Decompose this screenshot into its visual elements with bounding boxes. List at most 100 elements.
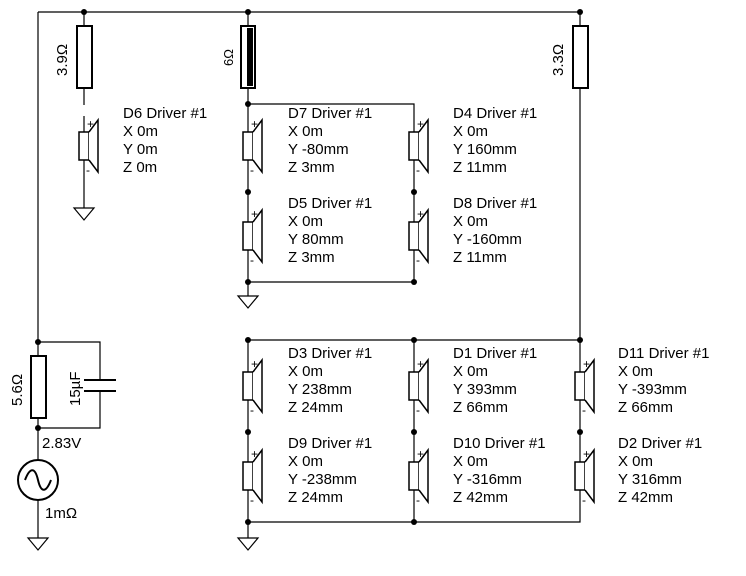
junction-dot xyxy=(577,9,583,15)
ground-icon xyxy=(236,295,260,309)
junction-dot xyxy=(411,189,417,195)
polarity-plus: + xyxy=(583,357,590,371)
driver-z: Z 24mm xyxy=(288,399,343,416)
junction-dot xyxy=(411,429,417,435)
speaker-icon xyxy=(408,446,429,508)
junction-dot xyxy=(411,337,417,343)
polarity-plus: + xyxy=(417,207,424,221)
polarity-minus: - xyxy=(250,493,254,507)
driver-name: D11 Driver #1 xyxy=(618,345,709,362)
capacitor-15uf[interactable]: 15µF xyxy=(67,372,116,407)
junction-dot xyxy=(577,429,583,435)
speaker-icon xyxy=(78,116,99,178)
resistor-3-9-ohm[interactable]: 3.9Ω xyxy=(54,25,93,89)
driver-y: Y -238mm xyxy=(288,471,357,488)
speaker-icon xyxy=(242,356,263,418)
driver-z: Z 3mm xyxy=(288,159,335,176)
driver-y: Y 238mm xyxy=(288,381,352,398)
polarity-plus: + xyxy=(417,357,424,371)
junction-dot xyxy=(577,337,583,343)
polarity-plus: + xyxy=(583,447,590,461)
driver-name: D3 Driver #1 xyxy=(288,345,372,362)
ground-icon xyxy=(72,207,96,221)
driver-name: D2 Driver #1 xyxy=(618,435,702,452)
driver-y: Y 160mm xyxy=(453,141,517,158)
driver-y: Y -393mm xyxy=(618,381,687,398)
drivers-layer: +-D6 Driver #1X 0mY 0mZ 0m+-D7 Driver #1… xyxy=(78,105,709,508)
source-voltage: 2.83V xyxy=(42,435,81,452)
driver-name: D4 Driver #1 xyxy=(453,105,537,122)
resistor-5-6-ohm[interactable]: 5.6Ω xyxy=(9,355,47,419)
junction-dot xyxy=(245,189,251,195)
driver-z: Z 66mm xyxy=(453,399,508,416)
junction-dot xyxy=(245,519,251,525)
driver-name: D9 Driver #1 xyxy=(288,435,372,452)
junction-dots xyxy=(35,9,583,525)
voltage-source[interactable]: 2.83V 1mΩ xyxy=(17,435,81,522)
polarity-plus: + xyxy=(87,117,94,131)
driver-x: X 0m xyxy=(288,123,323,140)
driver-z: Z 24mm xyxy=(288,489,343,506)
ground-symbols xyxy=(26,207,260,551)
polarity-minus: - xyxy=(582,493,586,507)
driver-x: X 0m xyxy=(453,123,488,140)
driver-z: Z 42mm xyxy=(618,489,673,506)
driver-x: X 0m xyxy=(453,363,488,380)
polarity-plus: + xyxy=(251,117,258,131)
junction-dot xyxy=(245,337,251,343)
driver-x: X 0m xyxy=(618,453,653,470)
speaker-icon xyxy=(574,446,595,508)
driver-name: D10 Driver #1 xyxy=(453,435,546,452)
junction-dot xyxy=(35,339,41,345)
polarity-minus: - xyxy=(86,163,90,177)
driver-x: X 0m xyxy=(453,213,488,230)
driver-x: X 0m xyxy=(288,453,323,470)
source-resistance: 1mΩ xyxy=(45,505,77,522)
driver-name: D8 Driver #1 xyxy=(453,195,537,212)
ground-icon xyxy=(26,537,50,551)
driver-z: Z 11mm xyxy=(453,249,507,266)
driver-x: X 0m xyxy=(618,363,653,380)
speaker-icon xyxy=(574,356,595,418)
resistor-3-3-ohm[interactable]: 3.3Ω xyxy=(550,25,589,89)
resistor-body xyxy=(572,25,589,89)
polarity-minus: - xyxy=(416,403,420,417)
driver-y: Y -316mm xyxy=(453,471,522,488)
driver-y: Y -80mm xyxy=(288,141,349,158)
polarity-minus: - xyxy=(416,493,420,507)
speaker-icon xyxy=(408,206,429,268)
junction-dot xyxy=(411,519,417,525)
driver-name: D6 Driver #1 xyxy=(123,105,207,122)
polarity-minus: - xyxy=(416,163,420,177)
driver-name: D1 Driver #1 xyxy=(453,345,537,362)
driver-z: Z 66mm xyxy=(618,399,673,416)
resistor-6-ohm[interactable]: 6Ω xyxy=(221,25,256,89)
speaker-icon xyxy=(408,116,429,178)
speaker-icon xyxy=(242,116,263,178)
junction-dot xyxy=(245,101,251,107)
junction-dot xyxy=(411,279,417,285)
driver-y: Y 80mm xyxy=(288,231,344,248)
speaker-icon xyxy=(242,206,263,268)
speaker-icon xyxy=(408,356,429,418)
resistor-value: 6Ω xyxy=(221,49,236,66)
driver-x: X 0m xyxy=(123,123,158,140)
junction-dot xyxy=(245,429,251,435)
resistor-value: 3.9Ω xyxy=(54,44,71,76)
driver-z: Z 3mm xyxy=(288,249,335,266)
polarity-minus: - xyxy=(582,403,586,417)
junction-dot xyxy=(245,9,251,15)
speaker-driver[interactable]: +-D6 Driver #1X 0mY 0mZ 0m xyxy=(78,105,207,178)
driver-x: X 0m xyxy=(288,363,323,380)
